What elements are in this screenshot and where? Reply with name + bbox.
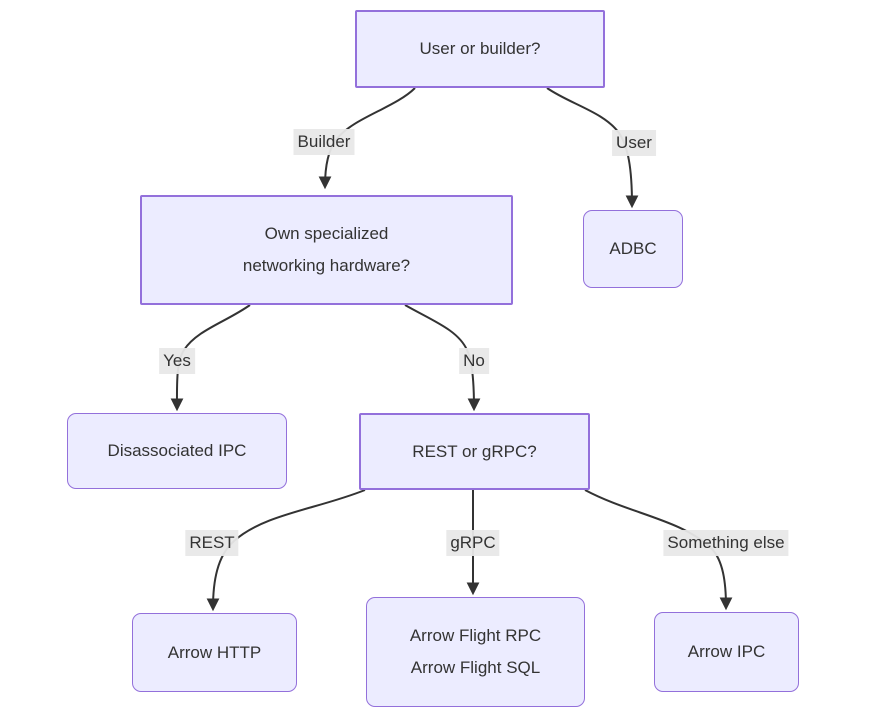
- node-adbc-label: ADBC: [609, 239, 657, 258]
- node-arrow-ipc-label: Arrow IPC: [687, 642, 766, 661]
- node-arrow-flight: Arrow Flight RPC Arrow Flight SQL: [366, 597, 585, 707]
- node-user-or-builder: User or builder?: [355, 10, 605, 88]
- node-hardware-label-line1: Own specialized: [264, 224, 389, 243]
- node-disassociated-ipc: Disassociated IPC: [67, 413, 287, 489]
- node-disassociated-ipc-label: Disassociated IPC: [107, 441, 247, 460]
- node-adbc: ADBC: [583, 210, 683, 288]
- edge-label-something-else: Something else: [663, 530, 789, 556]
- edge-label-user: User: [612, 130, 656, 156]
- node-arrow-http-label: Arrow HTTP: [167, 642, 262, 662]
- node-own-specialized-networking-hardware: Own specialized networking hardware?: [140, 195, 513, 305]
- node-user-or-builder-label: User or builder?: [419, 39, 541, 58]
- edge-rest: [206, 489, 366, 612]
- node-arrow-ipc: Arrow IPC: [654, 612, 799, 692]
- edge-label-no: No: [459, 348, 489, 374]
- node-rest-or-grpc: REST or gRPC?: [359, 413, 590, 490]
- edge-label-grpc: gRPC: [446, 530, 500, 556]
- node-arrow-flight-label-line2: Arrow Flight SQL: [410, 658, 541, 677]
- edge-label-builder: Builder: [293, 129, 355, 155]
- node-rest-or-grpc-label: REST or gRPC?: [412, 441, 537, 461]
- edge-label-yes: Yes: [159, 348, 195, 374]
- node-arrow-flight-label-line1: Arrow Flight RPC: [409, 626, 542, 645]
- node-arrow-http: Arrow HTTP: [132, 613, 297, 692]
- edge-label-rest: REST: [185, 530, 239, 556]
- node-hardware-label-line2: networking hardware?: [242, 256, 411, 275]
